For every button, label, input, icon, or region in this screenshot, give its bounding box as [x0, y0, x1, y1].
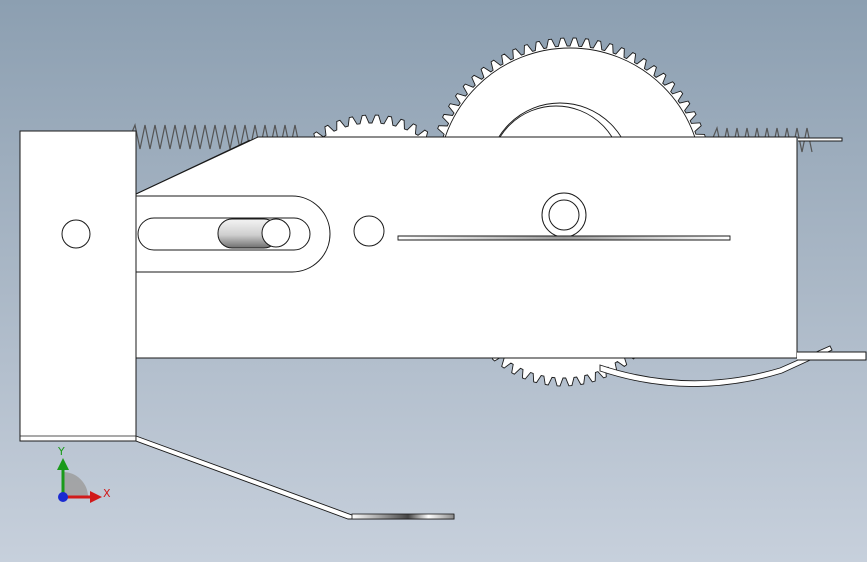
triad-y-label: Y — [57, 445, 65, 458]
right-spring-end — [798, 137, 843, 142]
guide-slot[interactable] — [397, 235, 731, 241]
triad-y-arrow — [57, 458, 69, 470]
triad-z-axis — [58, 492, 68, 502]
triad-arc — [63, 472, 88, 497]
side-plate[interactable] — [19, 130, 137, 442]
bottom-bracket[interactable] — [135, 435, 455, 520]
bottom-bracket-tab — [351, 513, 455, 520]
housing-right-lip — [797, 351, 867, 361]
side-plate-hole[interactable] — [61, 219, 91, 249]
triad-x-label: X — [103, 487, 111, 500]
housing-bevel-line — [135, 139, 251, 195]
housing-hole[interactable] — [353, 215, 385, 247]
leaf-spring[interactable] — [599, 345, 833, 387]
reference-triad: Y X — [57, 445, 111, 503]
slider-pin-end — [261, 218, 291, 248]
triad-x-arrow — [90, 491, 102, 503]
axle-boss-inner — [548, 199, 580, 231]
